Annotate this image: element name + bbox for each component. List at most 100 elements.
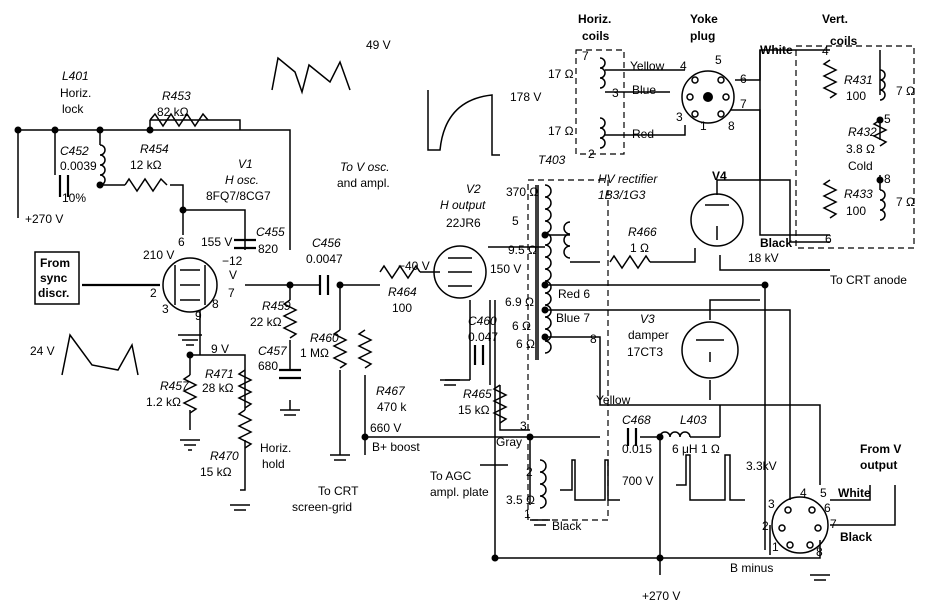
t403-winding: [544, 184, 552, 354]
tap-6-9: 6.9 Ω: [505, 295, 534, 309]
t403-core: [535, 185, 539, 360]
r433-resistor: [822, 179, 838, 219]
v-49: 49 V: [366, 38, 391, 52]
t403-label: T403: [538, 153, 566, 167]
yp-3: 3: [676, 110, 683, 124]
r459-resistor: [282, 299, 298, 339]
r464-value: 100: [392, 301, 412, 315]
kv-18: 18 kV: [748, 251, 779, 265]
and-ampl: and ampl.: [337, 176, 390, 190]
v-150: 150 V: [490, 262, 521, 276]
bottom-connector: [771, 496, 829, 554]
hc-pin7: 7: [582, 49, 589, 63]
tap-370: 370 Ω: [506, 185, 538, 199]
r471-resistor: [237, 369, 253, 409]
r460-label: R460: [310, 331, 339, 345]
r432-label: R432: [848, 125, 877, 139]
v1-pin8: 8: [212, 297, 219, 311]
yoke-2: plug: [690, 29, 715, 43]
c460-value: 0.047: [468, 330, 498, 344]
v-neg40: −40 V: [398, 259, 430, 273]
r457-resistor: [182, 374, 198, 414]
r453-label: R453: [162, 89, 191, 103]
vc-7b: 7 Ω: [896, 195, 915, 209]
v4-label: V4: [712, 169, 727, 183]
c468-value: 0.015: [622, 442, 652, 456]
r464-label: R464: [388, 285, 417, 299]
c452-value: 0.0039: [60, 159, 97, 173]
vc-pin5: 5: [884, 112, 891, 126]
horiz-coils-2: coils: [582, 29, 610, 43]
r459-value: 22 kΩ: [250, 315, 282, 329]
r470-label: R470: [210, 449, 239, 463]
r467-value: 470 k: [377, 400, 407, 414]
hv-rect-2: 1B3/1G3: [598, 188, 646, 202]
transformer-box: [527, 179, 609, 521]
lock-label: lock: [62, 102, 84, 116]
hc-pin2: 2: [588, 147, 595, 161]
c468-capacitor: [626, 428, 638, 446]
c460-capacitor: [473, 345, 485, 365]
v-700: 700 V: [622, 474, 653, 488]
hc-17b: 17 Ω: [548, 124, 574, 138]
tap-6b: 6 Ω: [516, 337, 535, 351]
c460-label: C460: [468, 314, 497, 328]
waveform-178v: [427, 90, 500, 156]
r465-value: 15 kΩ: [458, 403, 490, 417]
dashed-enclosures: [527, 45, 915, 521]
r459-label: R459: [262, 299, 291, 313]
r465-resistor: [492, 384, 508, 424]
yellow-mid: Yellow: [596, 393, 631, 407]
black-bottom: Black: [552, 519, 582, 533]
sync-line2: sync: [40, 271, 68, 285]
r432-value: 3.8 Ω: [846, 142, 875, 156]
l403-value: 6 μH 1 Ω: [672, 442, 720, 456]
vc-pin8: 8: [884, 172, 891, 186]
v3-type: 17CT3: [627, 345, 663, 359]
bplus-boost: B+ boost: [372, 440, 420, 454]
b-minus: B minus: [730, 561, 773, 575]
v1-pin9: 9: [195, 309, 202, 323]
yp-7: 7: [740, 97, 747, 111]
v2-tube: [433, 245, 487, 299]
v-24: 24 V: [30, 344, 55, 358]
yp-1: 1: [700, 119, 707, 133]
bc-pin8: 8: [816, 545, 823, 559]
bc-pin5: 5: [820, 486, 827, 500]
bc-pin6: 6: [824, 501, 831, 515]
r454-label: R454: [140, 142, 169, 156]
c455-capacitor: [234, 238, 256, 250]
c457-capacitor: [279, 368, 301, 380]
v1-v: V: [229, 268, 237, 282]
v2-func: H output: [440, 198, 486, 212]
from-v-1: From V: [860, 442, 901, 456]
r466-resistor: [609, 254, 651, 270]
v1-func: H osc.: [225, 173, 259, 187]
r433-value: 100: [846, 204, 866, 218]
v1-210v: 210 V: [143, 248, 174, 262]
hc-pin3: 3: [612, 86, 619, 100]
v1-155v: 155 V: [201, 235, 232, 249]
r470-resistor: [237, 409, 253, 449]
yp-4: 4: [680, 59, 687, 73]
r431-resistor: [822, 59, 838, 99]
bc-pin3: 3: [768, 497, 775, 511]
tap-1: 1: [524, 507, 531, 521]
tap-3-5: 3.5 Ω: [506, 493, 535, 507]
r453-resistor: [149, 112, 209, 128]
vc-pin6: 6: [825, 232, 832, 246]
sync-line1: From: [40, 256, 70, 270]
r432-resistor: [872, 119, 888, 147]
yp-8: 8: [728, 119, 735, 133]
to-agc-1: To AGC: [430, 469, 472, 483]
horiz-coil-upper: [599, 57, 606, 89]
yoke-plug: [681, 70, 735, 124]
tap-6a: 6 Ω: [512, 319, 531, 333]
yellow-top: Yellow: [630, 59, 665, 73]
v1-pin2: 2: [150, 286, 157, 300]
v1-pin3: 3: [162, 302, 169, 316]
r471-label: R471: [205, 367, 234, 381]
from-sync-box: [34, 251, 80, 305]
